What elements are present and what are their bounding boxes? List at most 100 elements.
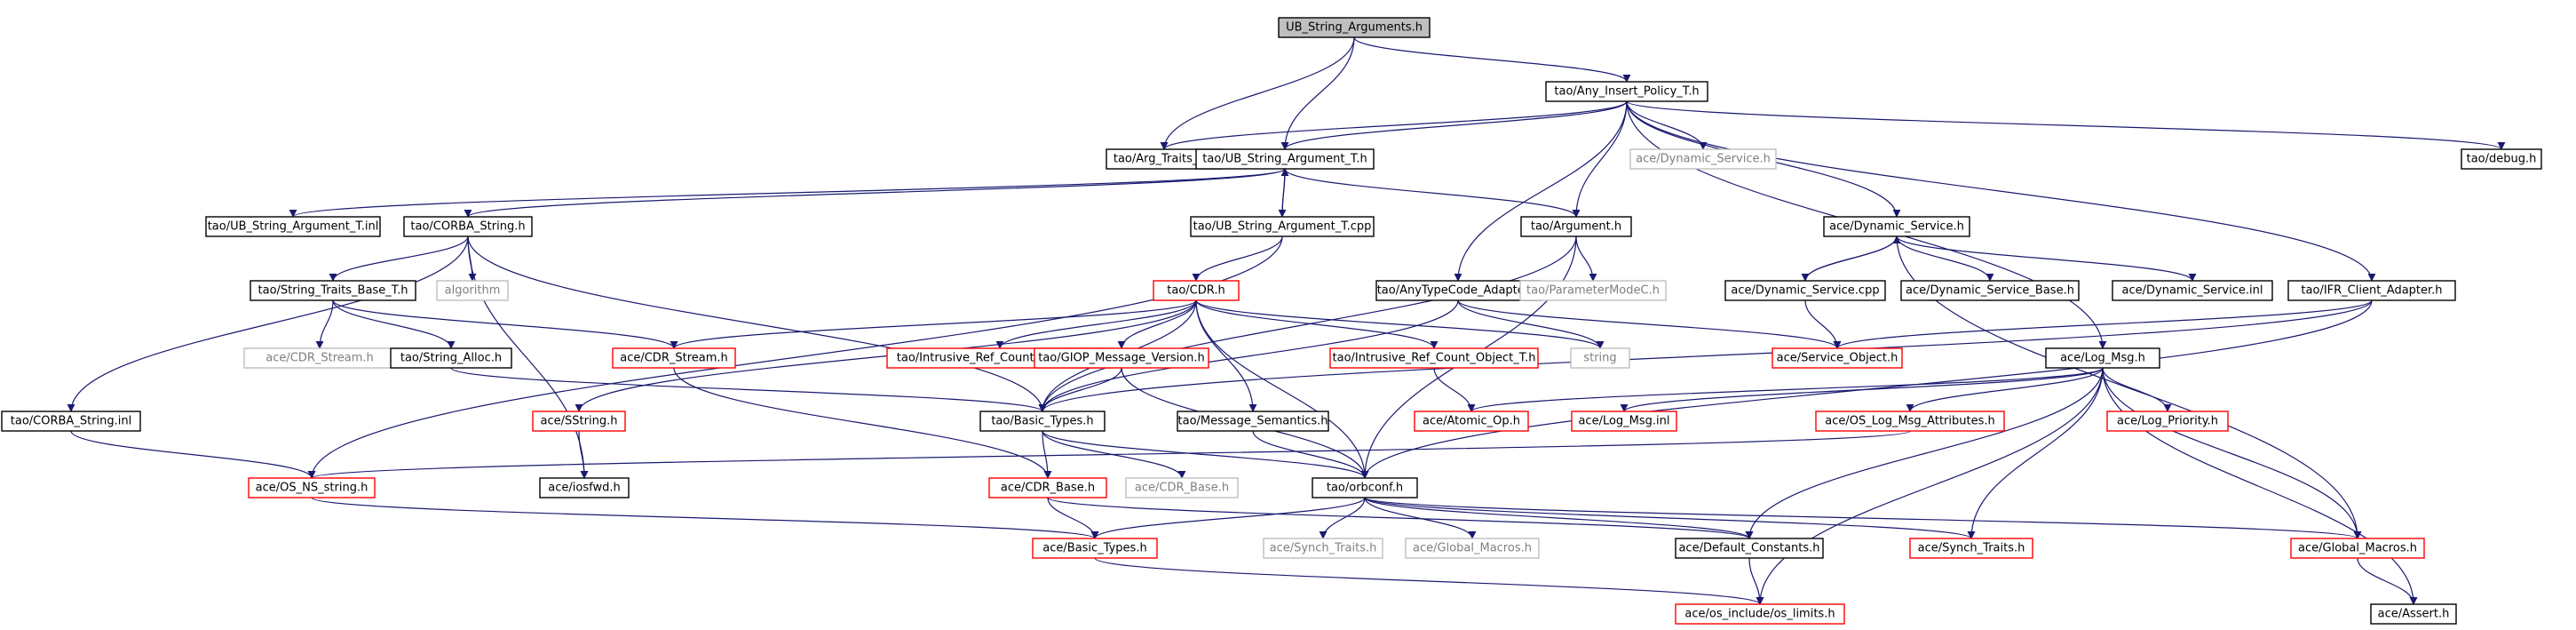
graph-node[interactable]: ace/Default_Constants.h xyxy=(1675,538,1824,559)
graph-node[interactable]: ace/Log_Msg.inl xyxy=(1571,411,1677,432)
node-box xyxy=(248,477,376,498)
node-box xyxy=(1034,347,1209,369)
node-label: ace/Service_Object.h xyxy=(1777,352,1898,365)
dependency-edge xyxy=(1280,100,1628,150)
node-box xyxy=(612,347,736,369)
node-box xyxy=(1153,280,1240,301)
graph-node[interactable]: tao/orbconf.h xyxy=(1312,477,1418,498)
graph-node[interactable]: ace/SString.h xyxy=(532,411,626,432)
node-box xyxy=(2106,411,2229,432)
dependency-edge xyxy=(1280,168,1289,218)
graph-node[interactable]: ace/Dynamic_Service.h xyxy=(1823,216,1970,237)
graph-node[interactable]: ace/Synch_Traits.h xyxy=(1909,538,2033,559)
node-box xyxy=(1815,411,2005,432)
graph-node[interactable]: tao/Basic_Types.h xyxy=(979,411,1106,432)
graph-node[interactable]: tao/String_Alloc.h xyxy=(390,347,512,369)
graph-node[interactable]: ace/Dynamic_Service.cpp xyxy=(1724,280,1886,301)
node-label: ace/Basic_Types.h xyxy=(1042,542,1146,555)
dependency-edge xyxy=(1353,36,1631,83)
dependency-edge xyxy=(1195,299,1369,479)
node-label: tao/Any_Insert_Policy_T.h xyxy=(1554,85,1699,99)
node-box xyxy=(1329,347,1539,369)
node-label: tao/UB_String_Argument_T.h xyxy=(1202,153,1367,166)
dependency-edge xyxy=(1364,497,1477,539)
dependency-edge xyxy=(1745,367,2104,539)
graph-node[interactable]: tao/CORBA_String.h xyxy=(403,216,533,237)
node-label: tao/Basic_Types.h xyxy=(991,415,1093,428)
dependency-edge xyxy=(1160,36,1355,150)
graph-node[interactable]: ace/Dynamic_Service.inl xyxy=(2112,280,2273,301)
graph-node: ace/Synch_Traits.h xyxy=(1263,538,1383,559)
dependency-edge xyxy=(1457,299,1842,349)
graph-node[interactable]: tao/IFR_Client_Adapter.h xyxy=(2287,280,2456,301)
dependency-edge xyxy=(1364,497,2362,539)
graph-node[interactable]: tao/CORBA_String.inl xyxy=(1,411,141,432)
dependency-edge xyxy=(1047,497,1754,539)
graph-node[interactable]: ace/Atomic_Op.h xyxy=(1414,411,1529,432)
graph-node[interactable]: tao/String_Traits_Base_T.h xyxy=(250,280,416,301)
graph-node[interactable]: tao/Intrusive_Ref_Count_Object_T.h xyxy=(1329,347,1539,369)
graph-node[interactable]: ace/OS_NS_string.h xyxy=(248,477,376,498)
graph-node[interactable]: ace/CDR_Base.h xyxy=(988,477,1107,498)
node-box xyxy=(1570,347,1630,369)
node-box xyxy=(1571,411,1677,432)
graph-node[interactable]: ace/Log_Msg.h xyxy=(2045,347,2160,369)
graph-node[interactable]: ace/Log_Priority.h xyxy=(2106,411,2229,432)
node-label: ace/CDR_Stream.h xyxy=(266,352,374,365)
dependency-edge xyxy=(1038,367,1122,412)
graph-node[interactable]: ace/Dynamic_Service_Base.h xyxy=(1900,280,2080,301)
dependency-edge xyxy=(2102,367,2362,539)
graph-node[interactable]: tao/UB_String_Argument_T.h xyxy=(1195,148,1375,170)
node-box xyxy=(1724,280,1886,301)
graph-node: ace/Dynamic_Service.h xyxy=(1629,148,1777,170)
graph-node[interactable]: ace/Assert.h xyxy=(2370,603,2457,625)
edges-layer xyxy=(67,36,2506,605)
graph-node[interactable]: ace/Service_Object.h xyxy=(1771,347,1903,369)
dependency-edge xyxy=(450,367,1047,412)
graph-node[interactable]: tao/Message_Semantics.h xyxy=(1177,411,1329,432)
node-box xyxy=(539,477,630,498)
dependency-edge xyxy=(1280,36,1355,150)
node-box xyxy=(1545,81,1708,102)
graph-node[interactable]: tao/debug.h xyxy=(2461,148,2542,170)
node-box xyxy=(205,216,381,237)
graph-node[interactable]: ace/CDR_Stream.h xyxy=(612,347,736,369)
node-box xyxy=(1629,148,1777,170)
graph-node: algorithm xyxy=(436,280,509,301)
node-box xyxy=(2461,148,2542,170)
node-label: tao/Arg_Traits_T.h xyxy=(1114,153,1215,166)
graph-node[interactable]: tao/GIOP_Message_Version.h xyxy=(1034,347,1209,369)
node-label: UB_String_Arguments.h xyxy=(1286,21,1423,35)
graph-node[interactable]: UB_String_Arguments.h xyxy=(1278,17,1431,38)
dependency-edge xyxy=(1252,430,1369,479)
dependency-edge xyxy=(329,235,469,282)
node-box xyxy=(1900,280,2080,301)
graph-node[interactable]: ace/Global_Macros.h xyxy=(2290,538,2425,559)
dependency-edge xyxy=(2102,367,2172,412)
graph-node[interactable]: tao/Arg_Traits_T.h xyxy=(1106,148,1223,170)
node-box xyxy=(2045,347,2160,369)
node-box xyxy=(1190,216,1375,237)
node-box xyxy=(1405,538,1540,559)
graph-node[interactable]: tao/Any_Insert_Policy_T.h xyxy=(1545,81,1708,102)
node-label: tao/AnyTypeCode_Adapter.h xyxy=(1377,284,1540,298)
graph-node[interactable]: tao/CDR.h xyxy=(1153,280,1240,301)
graph-node: ace/CDR_Base.h xyxy=(1125,477,1239,498)
graph-node[interactable]: tao/AnyTypeCode_Adapter.h xyxy=(1375,280,1541,301)
graph-node[interactable]: ace/Basic_Types.h xyxy=(1032,538,1158,559)
dependency-edge xyxy=(1620,367,2104,412)
graph-node[interactable]: ace/OS_Log_Msg_Attributes.h xyxy=(1815,411,2005,432)
node-box xyxy=(1414,411,1529,432)
graph-node[interactable]: tao/UB_String_Argument_T.cpp xyxy=(1190,216,1375,237)
dependency-edge xyxy=(1457,299,1605,349)
node-label: tao/CORBA_String.h xyxy=(410,220,525,234)
node-label: ace/Dynamic_Service_Base.h xyxy=(1906,284,2074,298)
graph-node[interactable]: tao/UB_String_Argument_T.inl xyxy=(205,216,381,237)
dependency-edge xyxy=(332,299,456,349)
graph-node[interactable]: ace/iosfwd.h xyxy=(539,477,630,498)
graph-node[interactable]: tao/Argument.h xyxy=(1520,216,1632,237)
graph-node[interactable]: ace/os_include/os_limits.h xyxy=(1675,603,1845,625)
node-box xyxy=(2290,538,2425,559)
node-label: ace/Default_Constants.h xyxy=(1678,542,1819,555)
